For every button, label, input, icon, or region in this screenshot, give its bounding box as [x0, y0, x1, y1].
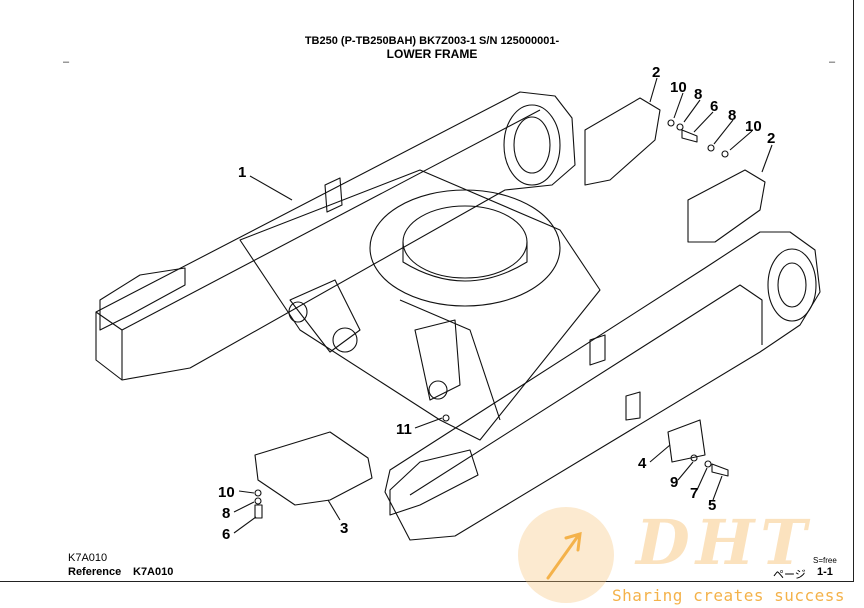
leader-2b: [761, 144, 773, 173]
bolt-6c: [254, 504, 263, 519]
callout-5: 5: [708, 497, 716, 514]
swing-bearing-bore: [402, 242, 528, 282]
washer-9: [690, 454, 698, 462]
blade-bracket-right: [414, 319, 461, 401]
model-title: TB250 (P-TB250BAH) BK7Z003-1 S/N 1250000…: [304, 35, 560, 47]
rail-right-tab: [389, 449, 479, 516]
blade-bracket-left: [289, 279, 361, 353]
crossmember-edge: [399, 299, 501, 421]
washer-8b: [707, 144, 715, 152]
rail-left-top-edge: [121, 109, 541, 331]
swing-bearing-inner: [402, 205, 528, 279]
page-border-bottom: [0, 581, 854, 582]
cover-plate-top: [584, 97, 661, 186]
callout-6-bottom: 6: [222, 526, 230, 543]
callout-8-mid: 8: [728, 107, 736, 124]
right-hub-inner: [777, 262, 807, 308]
page-border-right: [853, 0, 854, 582]
washer-10c: [254, 489, 262, 497]
bracket-pin-3: [428, 380, 448, 400]
washer-8c: [254, 497, 262, 505]
left-hub-inner: [513, 116, 551, 174]
bracket-pin-1: [288, 301, 308, 323]
washer-8a: [676, 123, 684, 131]
leader-10c: [238, 490, 255, 494]
scale-free-note: S=free: [813, 556, 837, 565]
leader-9: [677, 461, 694, 481]
left-hub-ring: [503, 104, 561, 186]
washer-7: [704, 460, 712, 468]
callout-10-mid: 10: [745, 118, 762, 135]
callout-10-top: 10: [670, 79, 687, 96]
rail-left-tab: [99, 267, 186, 331]
frame-rail-right: [384, 231, 821, 541]
leader-5: [712, 475, 723, 501]
grease-fitting-11: [442, 414, 450, 422]
cover-plate-right: [687, 169, 766, 243]
leader-7: [696, 467, 708, 491]
lug-left: [324, 177, 343, 213]
bolt-5: [711, 463, 729, 477]
leader-8c: [233, 501, 255, 513]
right-hub-ring: [767, 248, 817, 322]
leader-1: [249, 175, 293, 201]
inspection-opening: [625, 391, 641, 421]
leader-3: [327, 499, 341, 521]
leader-4: [649, 444, 671, 463]
reference-value: K7A010: [133, 566, 174, 578]
bracket-pin-2: [332, 327, 358, 353]
leader-8b: [713, 119, 734, 145]
callout-8-top: 8: [694, 86, 702, 103]
center-crossmember: [239, 169, 601, 441]
leader-6a: [693, 111, 714, 133]
callout-2-right: 2: [767, 130, 775, 147]
leader-10a: [673, 92, 684, 119]
callout-1: 1: [238, 164, 246, 181]
callout-6-top: 6: [710, 98, 718, 115]
callout-3: 3: [340, 520, 348, 537]
watermark-brand: DHT: [636, 506, 813, 579]
leader-2a: [649, 77, 658, 103]
callout-9: 9: [670, 474, 678, 491]
callout-11: 11: [396, 421, 412, 438]
frame-rail-left: [95, 91, 576, 381]
page-number: 1-1: [817, 566, 833, 578]
reference-label: Reference: [68, 566, 122, 578]
page-label: ページ: [773, 569, 806, 581]
leader-6c: [233, 516, 257, 534]
swing-bearing-outer: [369, 189, 561, 307]
leader-11: [414, 417, 443, 429]
rail-right-top-edge: [409, 284, 763, 496]
bottom-cover-plate: [254, 431, 373, 506]
watermark-logo: [518, 507, 614, 603]
reference-code: K7A010: [68, 552, 108, 564]
watermark-tagline: Sharing creates success: [612, 586, 846, 605]
washer-10a: [667, 119, 675, 127]
dash-left: –: [63, 56, 70, 68]
callout-4: 4: [638, 455, 647, 472]
leader-8a: [683, 99, 701, 123]
leader-10b: [729, 130, 753, 151]
bolt-6a: [681, 129, 698, 143]
callout-7: 7: [690, 485, 698, 502]
callout-8-bottom: 8: [222, 505, 230, 522]
dash-right: –: [829, 56, 836, 68]
callout-2-top: 2: [652, 64, 660, 81]
lug-right: [589, 334, 606, 366]
small-cover-plate: [667, 419, 706, 463]
callout-10-bottom: 10: [218, 484, 235, 501]
section-title: LOWER FRAME: [386, 47, 478, 61]
washer-10b: [721, 150, 729, 158]
